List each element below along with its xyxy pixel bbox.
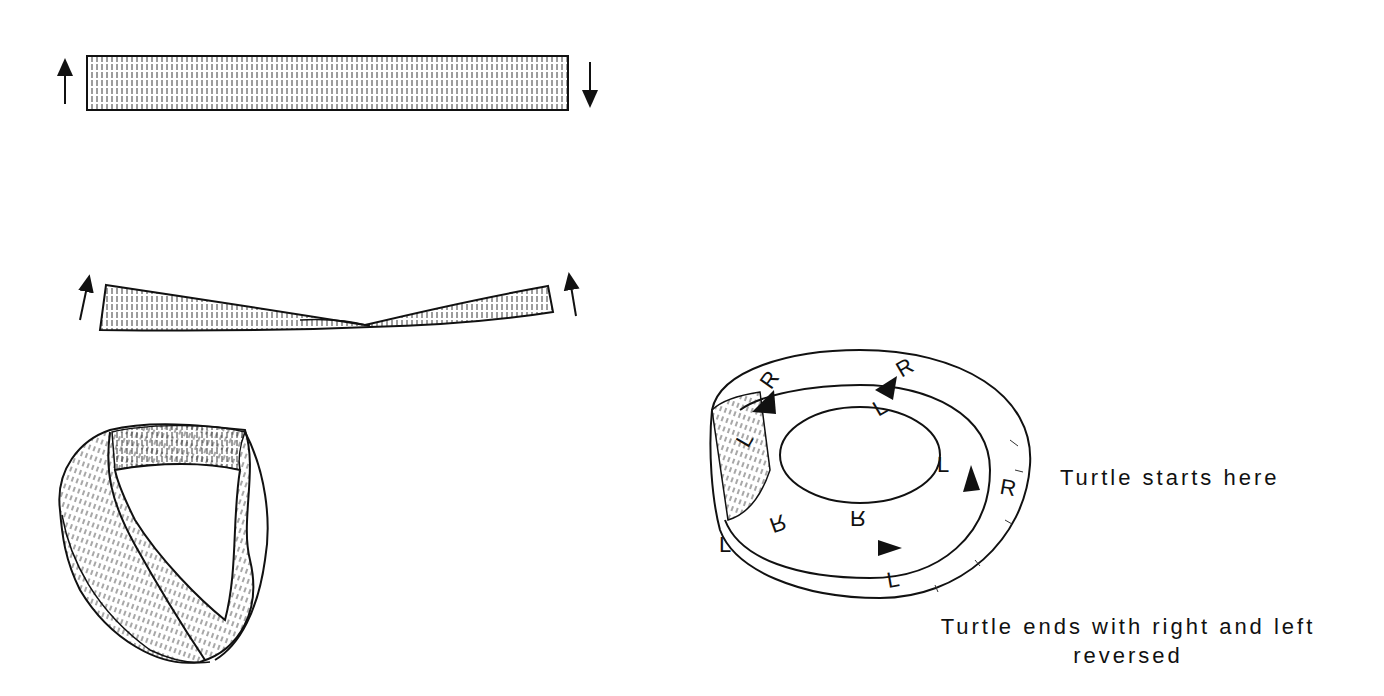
mobius-turtle-band — [710, 350, 1030, 598]
side-letter: L — [869, 395, 891, 420]
start-note: Turtle starts here — [1060, 467, 1279, 489]
side-letter: L — [885, 568, 901, 592]
side-letter: L — [719, 534, 731, 556]
side-letter: R — [998, 476, 1017, 500]
side-letter: L — [937, 454, 949, 476]
flat-strip — [65, 56, 590, 110]
twisted-strip — [80, 280, 576, 331]
mobius-band — [59, 424, 267, 663]
side-letter: R — [756, 367, 783, 393]
end-note: Turtle ends with right and left reversed — [908, 613, 1348, 670]
side-letter: R — [850, 507, 866, 529]
side-letter: R — [767, 510, 789, 536]
